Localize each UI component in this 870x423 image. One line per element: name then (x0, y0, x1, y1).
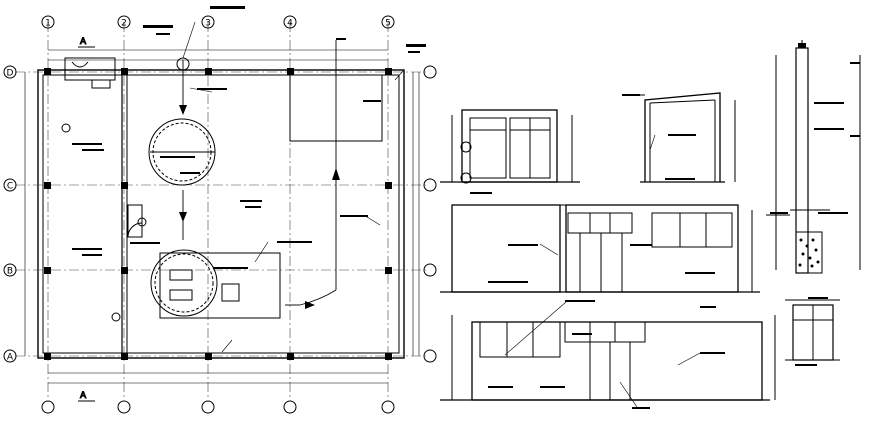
vent-pipe-section (766, 40, 861, 274)
tank-lower (150, 249, 218, 317)
grid-label-col-1: 1 (45, 19, 51, 29)
grid-bubbles-left (3, 65, 17, 363)
grid-label-col-4: 4 (287, 19, 293, 29)
grid-label-row-c: C (7, 182, 13, 192)
grid-label-row-b: B (7, 267, 13, 277)
side-elevation (440, 204, 760, 293)
grid-lines (15, 22, 428, 400)
wall-section-top (625, 92, 736, 183)
pump-a (169, 269, 193, 281)
section-marker-bottom: A (80, 391, 87, 401)
elevation-annotations (470, 94, 828, 409)
pump-b (169, 289, 193, 301)
door-detail (785, 299, 840, 361)
structural-columns (44, 68, 392, 360)
equipment-pad (159, 252, 281, 319)
grid-bubble-labels: 1 2 3 4 5 D C B A (7, 19, 391, 363)
grid-bubbles-bottom (41, 400, 395, 414)
floor-drain (61, 123, 71, 133)
grid-label-row-d: D (7, 69, 14, 79)
leader-lines (182, 21, 405, 353)
equipment-box (221, 283, 240, 302)
plan-annotations (72, 6, 426, 269)
flow-arrows (179, 105, 340, 309)
elevation-leaders (504, 134, 701, 408)
door-elevation-small (440, 109, 580, 184)
grid-label-col-3: 3 (205, 19, 211, 29)
grid-label-col-2: 2 (121, 19, 127, 29)
door-frame (127, 204, 143, 238)
grid-bubbles-right (423, 65, 437, 363)
plan-inner-wall (42, 74, 400, 354)
flow-pipe (182, 40, 337, 306)
front-elevation (440, 315, 776, 401)
dimension-lines (24, 49, 420, 384)
grid-label-col-5: 5 (385, 19, 391, 29)
grid-bubbles-top (41, 15, 395, 29)
section-marker-top: A (80, 37, 87, 47)
floor-plan: A A (3, 6, 437, 414)
vent-pipe-gravel (770, 43, 860, 268)
plan-outer-wall (37, 69, 405, 359)
sink (91, 79, 111, 89)
toilet-block (64, 57, 116, 81)
grid-label-row-a: A (7, 353, 14, 363)
toilet-fixture (71, 61, 89, 68)
